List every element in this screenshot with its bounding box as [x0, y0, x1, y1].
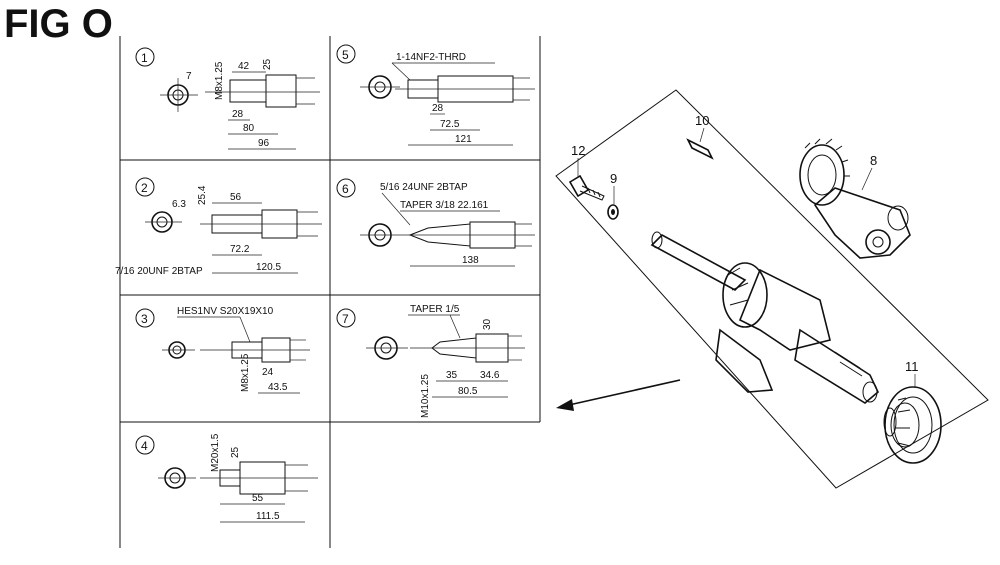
- exploded-view: 12 9 10 8 11: [555, 89, 989, 489]
- variant-grid: [119, 36, 541, 548]
- svg-text:25: 25: [262, 58, 273, 70]
- svg-text:28: 28: [432, 103, 444, 114]
- figure-title: FIG O: [4, 2, 113, 46]
- svg-text:M20x1.5: M20x1.5: [210, 433, 221, 472]
- variant-4-drawing: 4 M20x1.5 25 55 111.5: [135, 433, 318, 523]
- svg-text:6.3: 6.3: [172, 199, 186, 210]
- svg-text:25.4: 25.4: [197, 185, 208, 205]
- svg-text:1-14NF2-THRD: 1-14NF2-THRD: [396, 52, 466, 63]
- svg-text:9: 9: [610, 171, 617, 186]
- pointer-arrow: [556, 379, 681, 411]
- svg-text:7/16 20UNF 2BTAP: 7/16 20UNF 2BTAP: [115, 266, 203, 277]
- bolt-icon: [568, 174, 605, 201]
- svg-text:25: 25: [230, 446, 241, 458]
- svg-text:138: 138: [462, 255, 479, 266]
- bearing-icon: [883, 386, 942, 464]
- svg-text:M8x1.25: M8x1.25: [214, 61, 225, 100]
- svg-text:TAPER 1/5: TAPER 1/5: [410, 304, 460, 315]
- callout-12: 12: [571, 143, 585, 178]
- svg-text:56: 56: [230, 192, 242, 203]
- svg-text:3: 3: [141, 312, 148, 326]
- crankshaft-icon: [650, 231, 879, 404]
- svg-text:M10x1.25: M10x1.25: [420, 374, 431, 418]
- svg-text:120.5: 120.5: [256, 262, 281, 273]
- svg-text:96: 96: [258, 138, 270, 149]
- svg-text:42: 42: [238, 61, 250, 72]
- svg-text:55: 55: [252, 493, 264, 504]
- svg-text:30: 30: [482, 318, 493, 330]
- svg-text:80.5: 80.5: [458, 386, 478, 397]
- washer-icon: [607, 204, 619, 220]
- svg-text:34.6: 34.6: [480, 370, 500, 381]
- callout-8: 8: [861, 153, 877, 191]
- key-icon: [686, 138, 714, 160]
- variant-3-drawing: 3 HES1NV S20X19X10 M8x1.25 24 43.5: [135, 306, 310, 394]
- svg-text:HES1NV S20X19X10: HES1NV S20X19X10: [177, 306, 274, 317]
- svg-text:M8x1.25: M8x1.25: [240, 353, 251, 392]
- svg-text:35: 35: [446, 370, 458, 381]
- svg-text:111.5: 111.5: [256, 511, 280, 522]
- callout-9: 9: [610, 171, 617, 204]
- svg-text:43.5: 43.5: [268, 382, 288, 393]
- svg-text:80: 80: [243, 123, 255, 134]
- svg-text:5: 5: [342, 48, 349, 62]
- svg-text:28: 28: [232, 109, 244, 120]
- camshaft-gear-icon: [799, 138, 911, 259]
- svg-text:11: 11: [905, 359, 919, 374]
- svg-text:24: 24: [262, 367, 274, 378]
- svg-text:7: 7: [186, 71, 192, 82]
- variant-2-drawing: 2 6.3 25.4 56 72.2 120.5 7/16 20UNF 2BTA…: [115, 177, 322, 277]
- svg-text:8: 8: [870, 153, 877, 168]
- variant-6-drawing: 6 5/16 24UNF 2BTAP TAPER 3/18 22.161 138: [336, 178, 535, 267]
- svg-text:72.2: 72.2: [230, 244, 250, 255]
- svg-text:72.5: 72.5: [440, 119, 460, 130]
- svg-text:4: 4: [141, 439, 148, 453]
- svg-text:10: 10: [695, 113, 709, 128]
- callout-11: 11: [905, 359, 919, 388]
- svg-text:5/16 24UNF 2BTAP: 5/16 24UNF 2BTAP: [380, 182, 468, 193]
- svg-text:2: 2: [141, 181, 148, 195]
- variant-number: 1: [141, 51, 148, 65]
- svg-text:12: 12: [571, 143, 585, 158]
- callout-10: 10: [695, 113, 709, 143]
- svg-text:TAPER 3/18 22.161: TAPER 3/18 22.161: [400, 200, 489, 211]
- variant-5-drawing: 5 1-14NF2-THRD 28 72.5 121: [336, 44, 535, 146]
- svg-text:7: 7: [342, 312, 349, 326]
- svg-text:6: 6: [342, 182, 349, 196]
- variant-1-drawing: 1 7 M8x1.25 42 25 28 80 96: [135, 47, 320, 150]
- svg-text:121: 121: [455, 134, 472, 145]
- variant-7-drawing: 7 TAPER 1/5 30 35 34.6 80.5 M10x1.25: [336, 304, 525, 418]
